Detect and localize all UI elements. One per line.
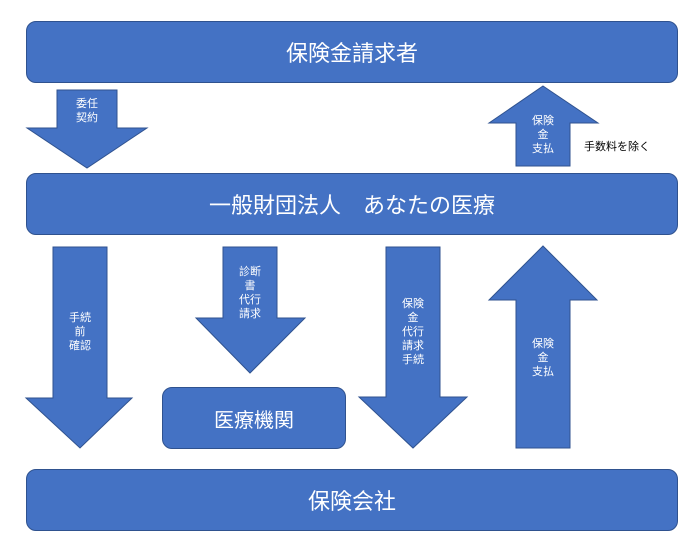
payment-top-arrow bbox=[487, 85, 600, 167]
contract-arrow-label: 委任 契約 bbox=[76, 97, 98, 124]
insurer-box: 保険会社 bbox=[26, 469, 678, 531]
claim-agency-arrow-label: 保険 金 代行 請求 手続 bbox=[402, 297, 424, 366]
association-label: 一般財団法人 あなたの医療 bbox=[208, 194, 495, 219]
precheck-arrow bbox=[24, 246, 134, 449]
medical-institution-label: 医療機関 bbox=[214, 407, 294, 432]
association-box: 一般財団法人 あなたの医療 bbox=[26, 173, 678, 235]
diagnosis-arrow-label: 診断 書 代行 請求 bbox=[239, 265, 261, 320]
claimant-box: 保険金請求者 bbox=[26, 21, 678, 83]
fee-excluded-note: 手数料を除く bbox=[584, 140, 650, 153]
payment-top-arrow-label: 保険 金 支払 bbox=[532, 114, 554, 155]
claim-agency-arrow bbox=[357, 246, 469, 449]
precheck-arrow-label: 手続 前 確認 bbox=[69, 311, 91, 352]
claimant-label: 保険金請求者 bbox=[285, 42, 418, 67]
medical-institution-box: 医療機関 bbox=[162, 387, 346, 449]
contract-arrow bbox=[25, 89, 149, 169]
insurer-label: 保険会社 bbox=[307, 490, 396, 515]
payment-bottom-arrow-label: 保険 金 支払 bbox=[532, 337, 554, 378]
diagnosis-arrow bbox=[194, 246, 307, 374]
payment-bottom-arrow bbox=[487, 245, 599, 449]
